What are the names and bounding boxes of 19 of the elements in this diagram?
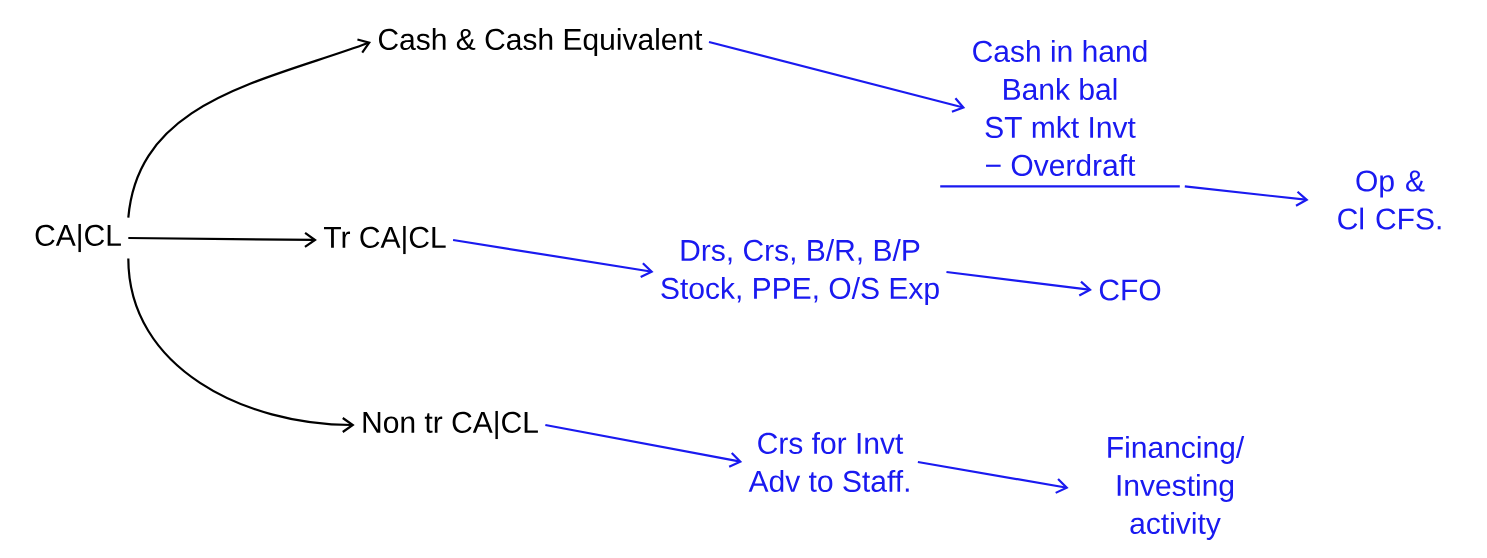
- text-label: CA|CL: [35, 223, 121, 253]
- arrow: [127, 258, 355, 433]
- text-label: Tr CA|CL: [324, 225, 446, 255]
- item-list: Drs, Crs, B/R, B/P Stock, PPE, O/S Exp: [661, 239, 939, 305]
- item-list: Cash in hand Bank bal ST mkt Invt − Overdraft: [973, 40, 1147, 176]
- text-label: Non tr CA|CL: [363, 410, 538, 440]
- arrow: [127, 38, 372, 218]
- arrow: [708, 40, 966, 113]
- arrow: [452, 238, 654, 279]
- item-list: Crs for Invt Adv to Staff.: [748, 432, 909, 492]
- text-label: Financing/ Investing activity: [1108, 436, 1245, 540]
- arrow: [917, 460, 1069, 494]
- text-label: Op & Cl CFS.: [1338, 170, 1441, 230]
- arrow: [545, 423, 743, 468]
- arrow: [128, 232, 317, 248]
- text-label: CFO: [1099, 279, 1161, 301]
- text-label: Cash & Cash Equivalent: [378, 28, 703, 56]
- arrow: [1184, 185, 1309, 207]
- arrow: [946, 270, 1092, 297]
